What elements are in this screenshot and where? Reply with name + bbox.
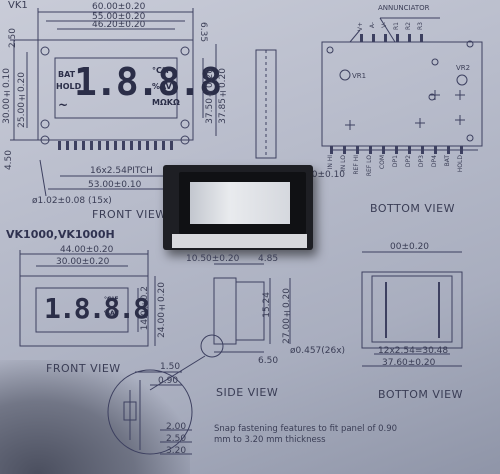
dim-375: 37.50±0.20 <box>205 68 215 124</box>
detail-zoom-circle <box>107 369 193 455</box>
annunciator-label: ANNUNCIATOR <box>378 4 430 12</box>
lcd-bat-label: BAT <box>58 70 76 79</box>
lcd-digits: 1.8.8.8 <box>74 60 222 104</box>
dim-46: 46.20±0.20 <box>92 20 146 30</box>
lcd-av-unit: %AV <box>152 82 172 91</box>
dim-1524: 15.24 <box>262 292 272 318</box>
top-bottom-view-board <box>321 41 483 147</box>
bottom-pin-label: IN HI <box>327 155 334 170</box>
bottom-pin-label: DP2 <box>405 155 412 168</box>
hand-shadow <box>0 360 190 474</box>
lcd-module-screen <box>190 182 290 224</box>
lcd-ac-symbol: ~ <box>58 98 69 112</box>
dim-200: 2.00 <box>166 422 187 432</box>
dim-27: 27.00±0.20 <box>282 288 292 344</box>
dim-090: 0.90 <box>158 376 179 386</box>
top-pin-label: V- <box>381 22 388 28</box>
dim-150: 1.50 <box>160 362 181 372</box>
dim-650: 6.50 <box>258 356 279 366</box>
vr1-label: VR1 <box>352 72 367 80</box>
bottom-pin-label: DP1 <box>392 155 399 168</box>
dim-53: 53.00±0.10 <box>88 180 142 190</box>
dim-pitch: 16x2.54PITCH <box>90 166 153 176</box>
bottom-pin-label: DP4 <box>431 155 438 168</box>
top-bottom-view-label: BOTTOM VIEW <box>370 202 455 215</box>
detail-circle <box>200 334 224 358</box>
bottom-pin-label: IN LO <box>340 155 347 172</box>
top-front-view-label: FRONT VIEW <box>92 208 167 221</box>
dim-pin: ø0.457(26x) <box>290 346 346 356</box>
snap-fastening-note: Snap fastening features to fit panel of … <box>214 424 398 445</box>
dim-3760: 37.60±0.20 <box>382 358 436 368</box>
bottom-pin-label: COM <box>379 155 386 170</box>
bottom-pin-label: REF LO <box>366 155 373 177</box>
vk1000-front-outline <box>19 275 149 347</box>
vr2-circle <box>456 74 468 86</box>
dim-side20: 20±0.10 <box>306 170 346 180</box>
dim-450: 4.50 <box>4 150 14 171</box>
bottom-pin-label: DP3 <box>418 155 425 168</box>
dim-250: 2.50 <box>8 28 18 49</box>
lcd-ohm-unit: MΩKΩ <box>152 98 180 107</box>
dim-1050: 10.50±0.20 <box>186 254 240 264</box>
dim-320: 3.20 <box>166 446 187 456</box>
vk1000-lcd-window <box>35 287 129 333</box>
top-pin-label: R2 <box>405 22 412 30</box>
vk1000-lcd-temp: °C°F <box>104 296 119 303</box>
dim-25: 25.00±0.20 <box>17 72 27 128</box>
vk1000-bottom-outline <box>361 271 463 349</box>
top-pin-label: R1 <box>393 22 400 30</box>
bottom-pin-label: BAT <box>444 155 451 167</box>
dim-44: 44.00±0.20 <box>60 245 114 255</box>
top-pin-label: A- <box>369 22 376 29</box>
lcd-hold-label: HOLD <box>56 82 82 91</box>
dim-30: 30.00±0.10 <box>2 68 12 124</box>
dim-55: 55.00±0.20 <box>92 12 146 22</box>
top-model-label: VK1 <box>8 0 28 11</box>
vr2-label: VR2 <box>456 64 471 72</box>
dim-3785: 37.85±0.20 <box>218 68 228 124</box>
lcd-module-base <box>172 234 307 248</box>
vk1000-bottom-view-label: BOTTOM VIEW <box>378 388 463 401</box>
vr1-circle <box>339 69 351 81</box>
dim-hole: ø1.02±0.08 (15x) <box>32 196 112 206</box>
vk1000-side-outline <box>213 277 237 345</box>
top-lcd-window <box>54 57 178 119</box>
vk1000-lcd-digits: 1.8.8.8 <box>44 292 150 325</box>
top-pin-label: V+ <box>357 22 364 32</box>
dim-24: 24.00±0.20 <box>157 282 167 338</box>
bottom-pin-label: REF HI <box>353 155 360 175</box>
dim-3048: 12x2.54=30.48 <box>378 346 449 356</box>
lcd-temp-unit: °C°F <box>152 66 172 75</box>
dim-vk30: 30.00±0.20 <box>56 257 110 267</box>
vk1000-front-view-label: FRONT VIEW <box>46 362 121 375</box>
dim-detail-250: 2.50 <box>166 434 187 444</box>
vk1000-model-label: VK1000,VK1000H <box>6 228 115 241</box>
vk1000-lcd-av: %AV <box>104 310 119 317</box>
vk1000-side-view-label: SIDE VIEW <box>216 386 279 399</box>
top-pin-label: R3 <box>417 22 424 30</box>
dim-00: 00±0.20 <box>390 242 430 252</box>
dim-635: 6.35 <box>198 22 208 43</box>
dim-485: 4.85 <box>258 254 279 264</box>
top-front-outline <box>37 39 194 141</box>
bottom-pin-label: HOLD <box>457 155 464 173</box>
dim-60: 60.00±0.20 <box>92 2 146 12</box>
